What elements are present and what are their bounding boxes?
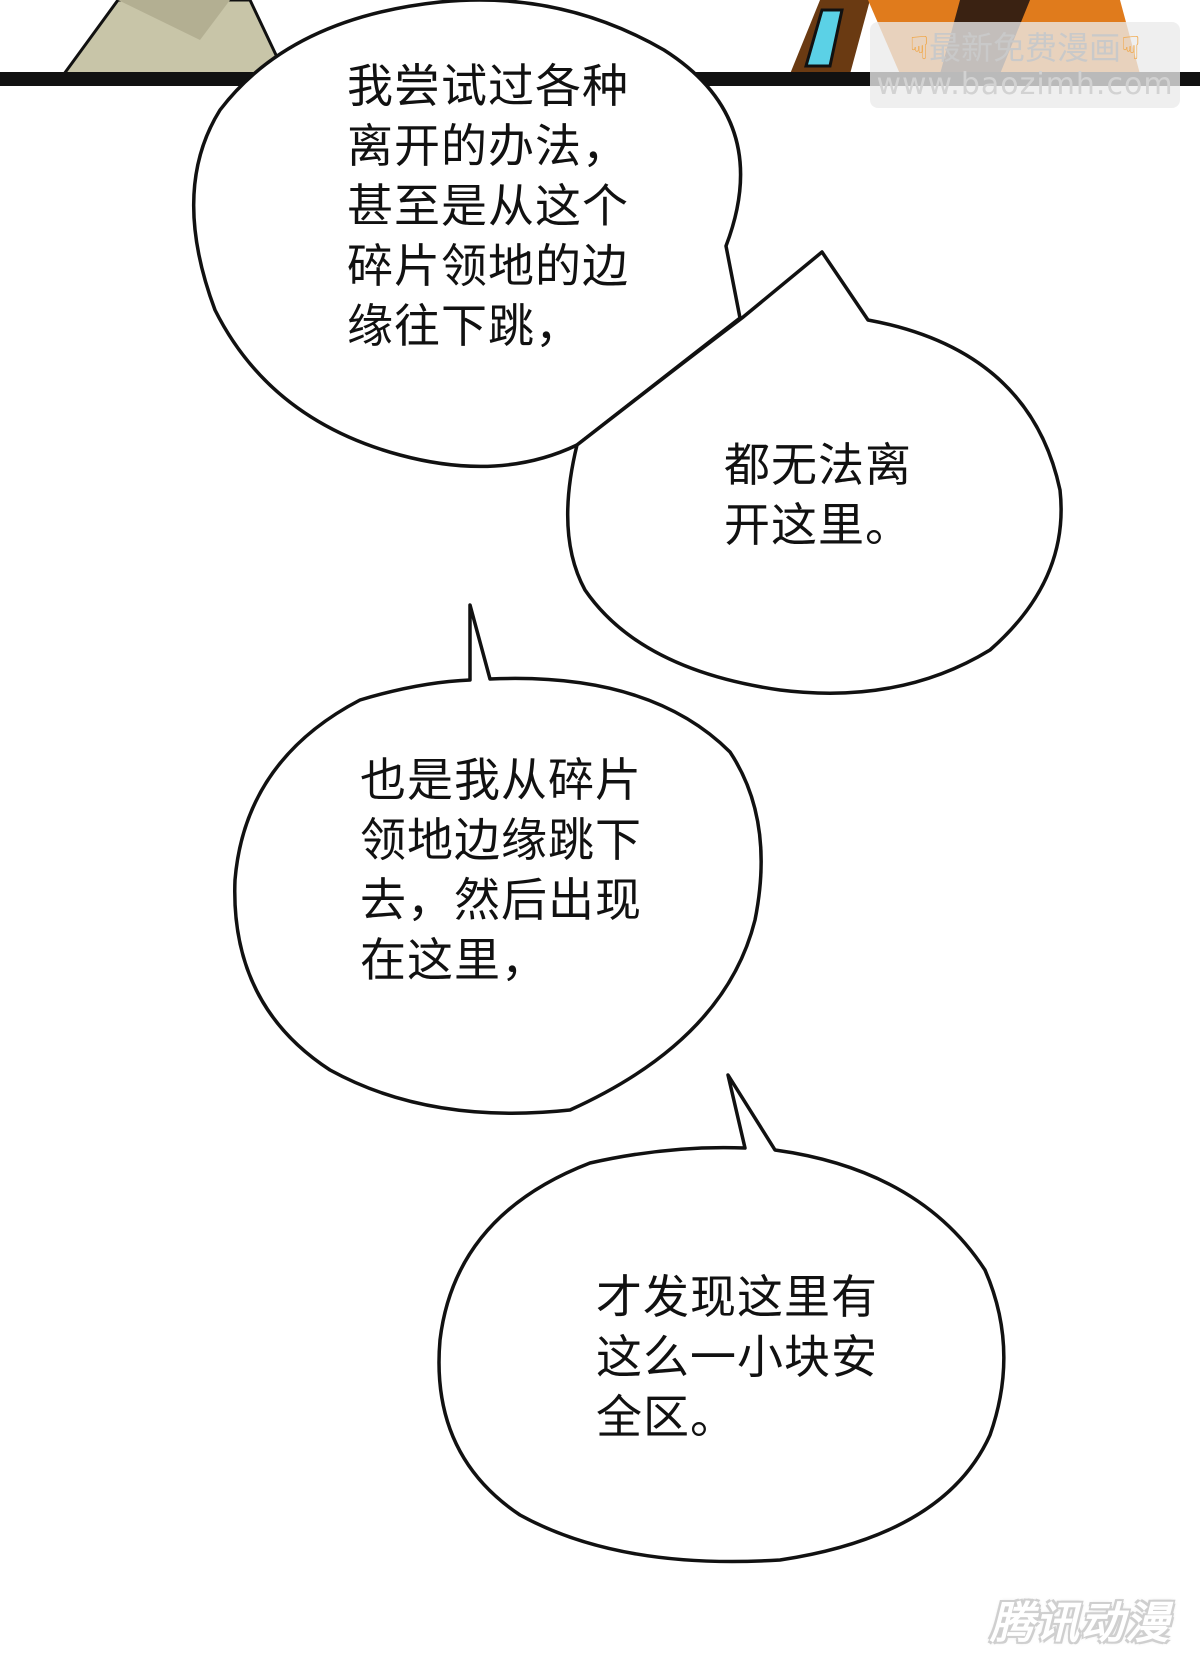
pointing-hand-icon: ☟ <box>909 29 929 67</box>
speech-bubble-2 <box>566 250 1063 695</box>
speech-bubble-4 <box>437 1073 1006 1564</box>
watermark-url: www.baozimh.com <box>876 67 1174 102</box>
watermark-tencent-logo: 腾讯动漫 <box>990 1598 1170 1649</box>
speech-text-4: 才发现这里有 这么一小块安 全区。 <box>596 1270 878 1444</box>
speech-bubble-1 <box>191 0 743 469</box>
speech-text-1: 我尝试过各种 离开的办法， 甚至是从这个 碎片领地的边 缘往下跳， <box>347 59 629 353</box>
speech-bubble-3 <box>233 603 763 1115</box>
watermark-baozimh: ☟最新免费漫画☟ www.baozimh.com <box>870 22 1180 108</box>
speech-text-3: 也是我从碎片 领地边缘跳下 去，然后出现 在这里， <box>360 753 642 987</box>
speech-text-2: 都无法离 开这里。 <box>724 438 912 552</box>
pointing-hand-icon: ☟ <box>1121 29 1141 67</box>
watermark-title: 最新免费漫画 <box>928 29 1121 67</box>
